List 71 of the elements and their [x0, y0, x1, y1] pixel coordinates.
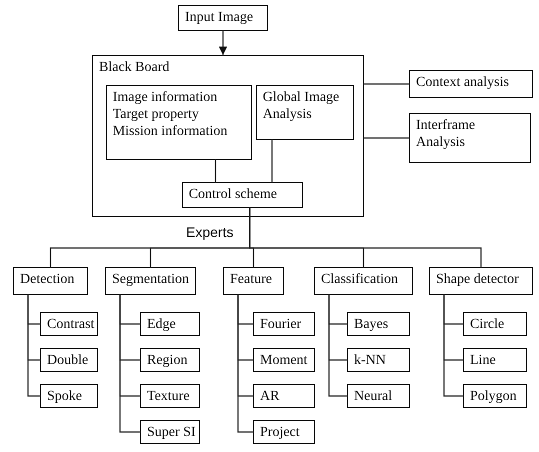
- node-label: Control scheme: [188, 186, 278, 203]
- process-box: [40, 384, 98, 408]
- node-label: Project: [260, 424, 301, 441]
- group-label: Experts: [186, 224, 234, 240]
- node-label: Input Image: [185, 9, 254, 26]
- process-box: [314, 267, 413, 295]
- process-box: [106, 84, 252, 160]
- node-label: Segmentation: [112, 271, 189, 288]
- node-label: Target property: [112, 106, 200, 123]
- node-label: Moment: [260, 352, 308, 369]
- connector-line: [328, 295, 347, 397]
- node-label: Detection: [20, 271, 76, 288]
- process-box: [409, 113, 531, 163]
- connector-line: [271, 140, 273, 182]
- process-box: [40, 312, 98, 336]
- process-box: [40, 348, 98, 372]
- connector-line: [364, 83, 409, 85]
- process-box: [253, 384, 315, 408]
- node-label: k-NN: [354, 352, 387, 369]
- process-box: [409, 70, 533, 98]
- connector-line: [249, 208, 482, 267]
- process-box: [256, 84, 354, 140]
- connector-line: [214, 160, 216, 182]
- connector-line: [443, 295, 463, 397]
- node-label: Texture: [147, 388, 191, 405]
- process-box: [463, 384, 527, 408]
- process-box: [140, 384, 200, 408]
- process-box: [253, 348, 315, 372]
- container-box: [92, 55, 364, 217]
- node-label: Double: [47, 352, 90, 369]
- node-label: Region: [147, 352, 188, 369]
- connector-line: [237, 295, 253, 433]
- process-box: [463, 312, 527, 336]
- connector-line: [119, 295, 140, 433]
- node-label: Neural: [354, 388, 394, 405]
- node-label: Mission information: [112, 122, 228, 140]
- process-box: [347, 348, 410, 372]
- node-label: Classification: [321, 271, 399, 288]
- node-label: Interframe Analysis: [416, 117, 476, 151]
- process-box: [140, 312, 200, 336]
- node-label: AR: [260, 388, 280, 405]
- node-label: Bayes: [354, 316, 390, 333]
- process-box: [223, 267, 284, 295]
- connector-line: [27, 295, 40, 397]
- node-label: Fourier: [260, 316, 302, 333]
- process-box: [463, 348, 527, 372]
- connector-line: [364, 137, 409, 139]
- node-label: Polygon: [470, 388, 518, 405]
- process-box: [429, 267, 533, 295]
- node-label: Feature: [230, 271, 273, 288]
- box-heading: Black Board: [99, 59, 170, 76]
- process-box: [13, 267, 88, 295]
- process-box: [253, 420, 315, 444]
- process-box: [105, 267, 196, 295]
- arrow: [218, 31, 228, 55]
- node-label: Context analysis: [416, 74, 510, 91]
- process-box: [140, 420, 200, 444]
- node-label: Global Image Analysis: [262, 88, 340, 123]
- node-label: Super SI: [147, 424, 193, 441]
- process-box: [253, 312, 315, 336]
- node-label: Circle: [470, 316, 506, 333]
- node-label: Edge: [147, 316, 177, 333]
- node-label: Line: [470, 352, 497, 369]
- process-box: [178, 5, 268, 31]
- process-box: [182, 182, 303, 208]
- node-label: Spoke: [47, 388, 83, 405]
- process-box: [347, 384, 410, 408]
- process-box: [347, 312, 410, 336]
- process-box: [140, 348, 200, 372]
- node-label: Image information: [112, 88, 218, 106]
- node-label: Shape detector: [436, 271, 520, 288]
